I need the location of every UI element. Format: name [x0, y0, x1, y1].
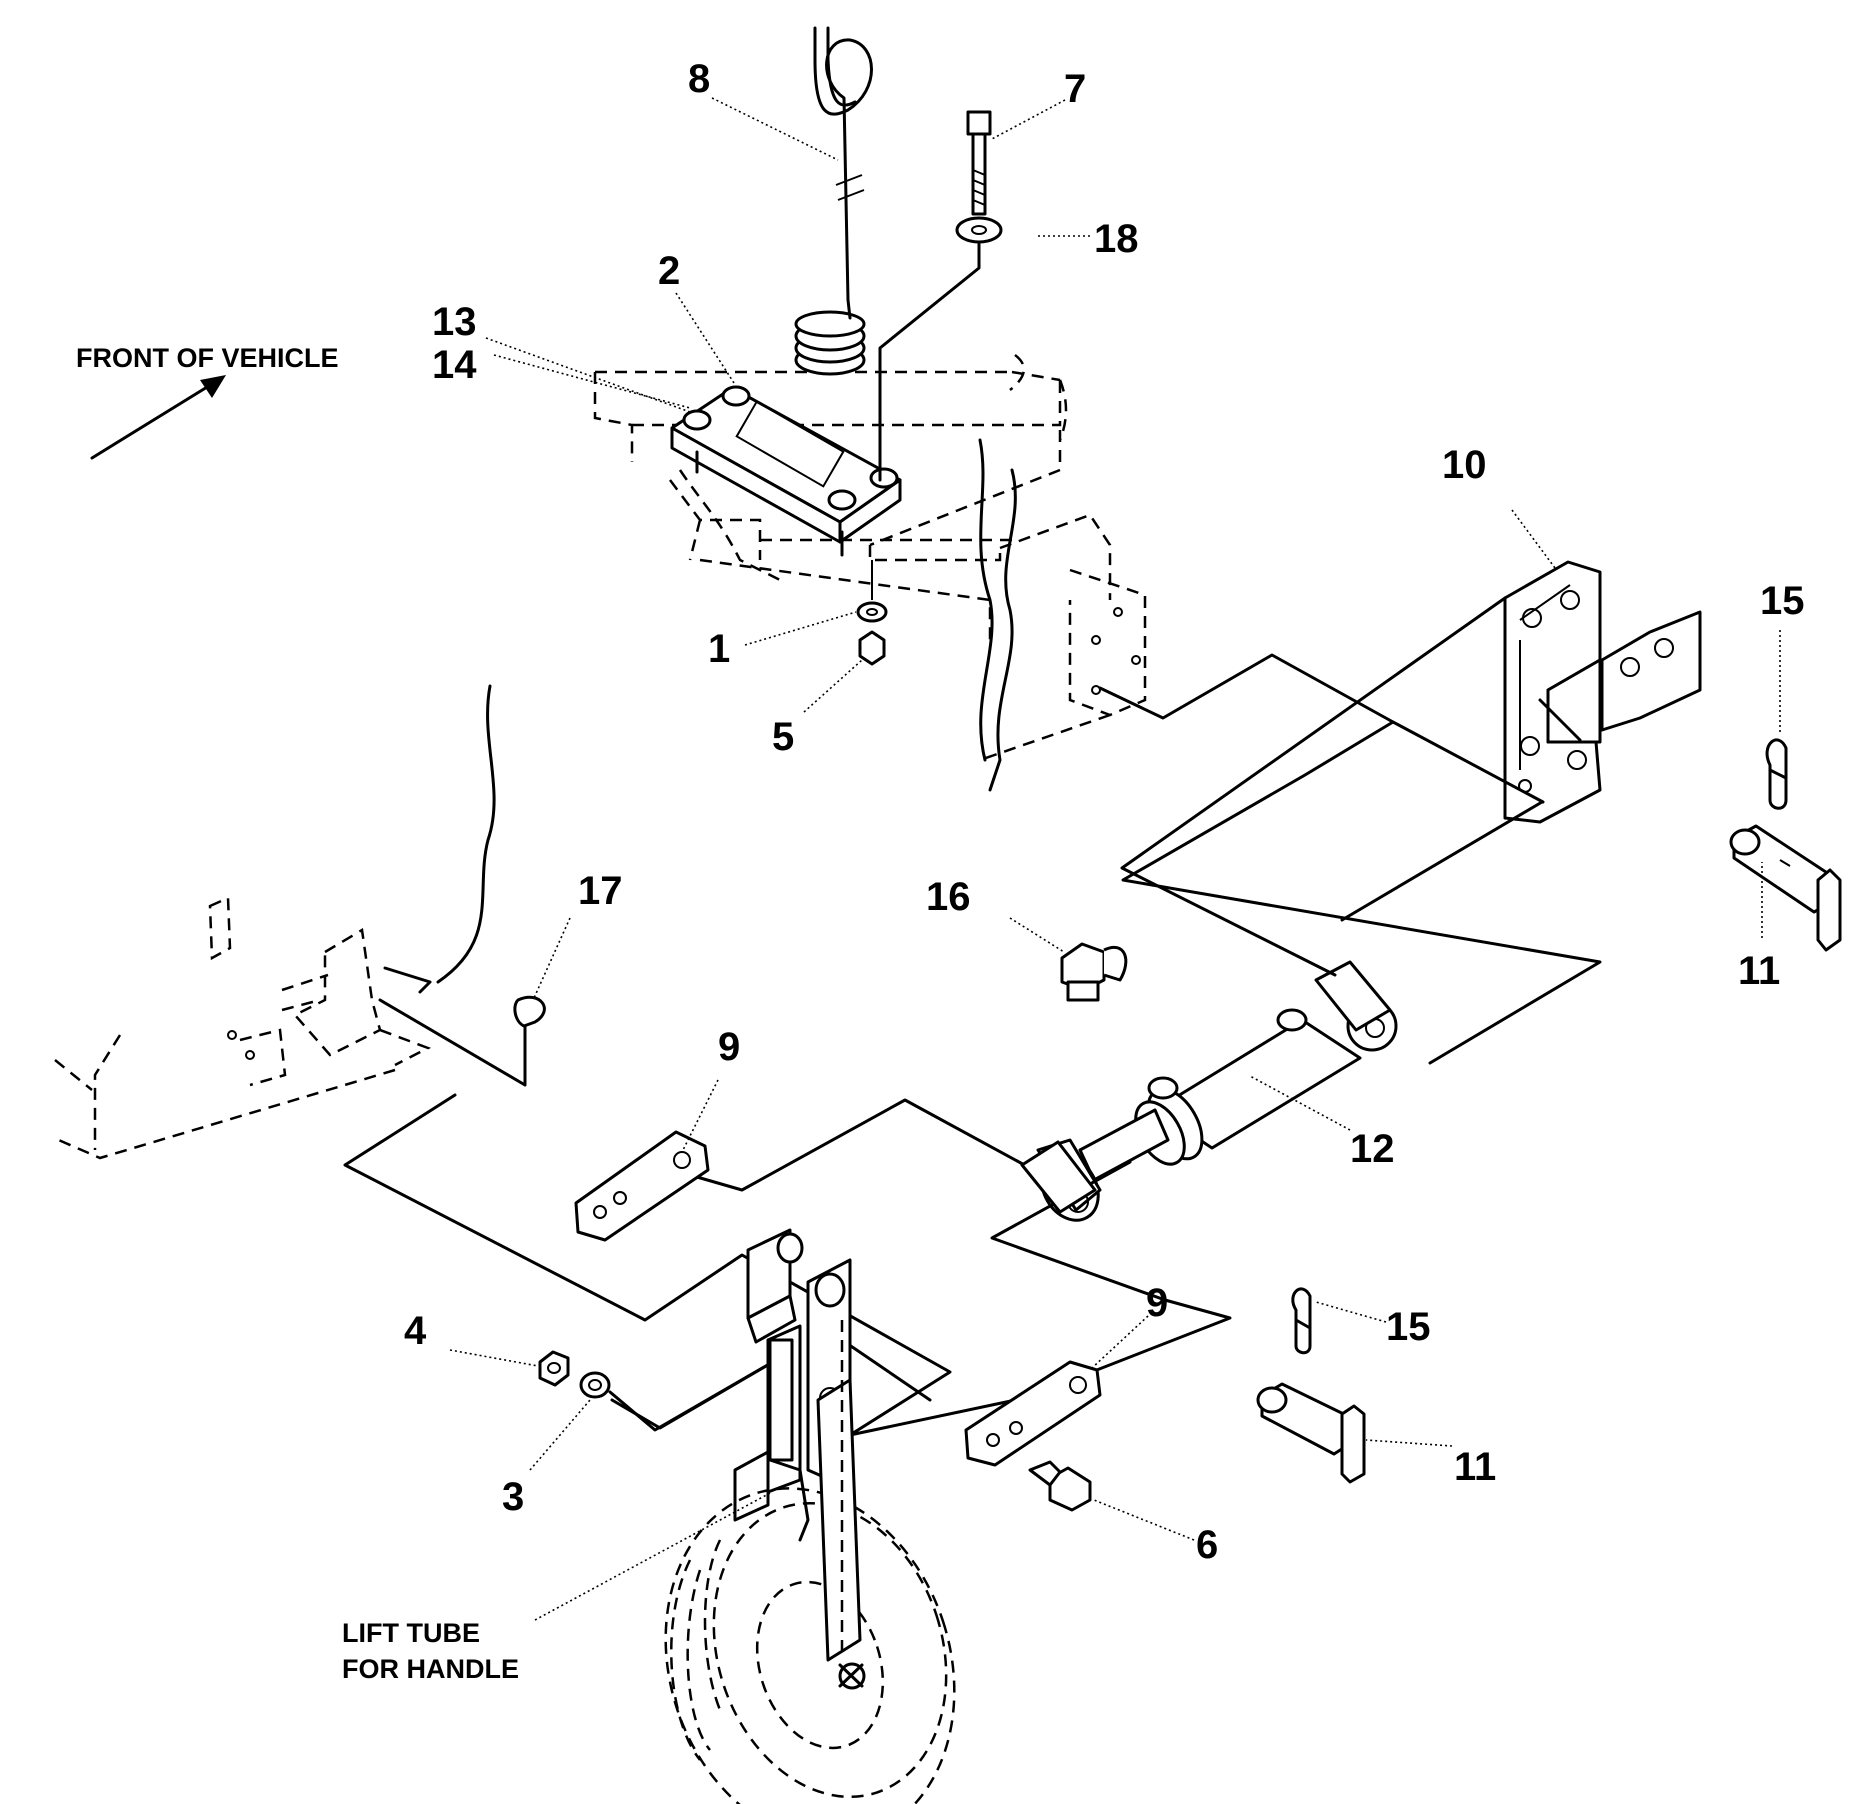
leader-7-to-plate [878, 242, 981, 482]
spring-coil [794, 310, 866, 376]
lift-tube-label: LIFT TUBE FOR HANDLE [342, 1618, 519, 1684]
washer-1 [856, 601, 888, 623]
callout-7: 7 [1064, 67, 1086, 111]
clip-15-upper [1765, 738, 1788, 810]
callout-15-lower: 15 [1386, 1305, 1431, 1349]
nut-5 [858, 630, 886, 666]
callout-9-upper: 9 [718, 1025, 740, 1069]
callout-3: 3 [502, 1475, 524, 1519]
part-17 [513, 995, 546, 1028]
nut-4 [538, 1350, 570, 1387]
callout-2: 2 [658, 249, 680, 293]
callout-14: 14 [432, 343, 477, 387]
plate-bolts [682, 385, 899, 557]
caster-assembly [664, 1228, 956, 1804]
washer-3-line [608, 1350, 792, 1432]
callout-11-lower: 11 [1454, 1445, 1496, 1489]
callout-1: 1 [708, 627, 730, 671]
main-frame-outline [1098, 596, 1602, 1065]
washer-3 [579, 1371, 611, 1399]
callout-12: 12 [1350, 1127, 1395, 1171]
callout-18: 18 [1094, 217, 1139, 261]
callout-10: 10 [1442, 443, 1487, 487]
cylinder-rod-end [1020, 1140, 1097, 1214]
arm-9-lower [964, 1360, 1102, 1467]
callout-8: 8 [688, 57, 710, 101]
callout-15-upper: 15 [1760, 579, 1805, 623]
callout-11-upper: 11 [1738, 949, 1780, 993]
clip-15-lower [1291, 1287, 1312, 1355]
bolt-6 [1028, 1460, 1092, 1512]
arm-9-upper [574, 1130, 710, 1242]
callout-13: 13 [432, 300, 477, 344]
mount-plate [670, 385, 902, 582]
callout-6: 6 [1196, 1523, 1218, 1567]
fitting-16 [1060, 942, 1128, 1002]
callout-17: 17 [578, 869, 623, 913]
detent-rod [794, 26, 873, 376]
front-of-vehicle-label: FRONT OF VEHICLE [76, 343, 339, 460]
pin-11-upper [1729, 824, 1842, 952]
bolt-7 [966, 110, 992, 216]
front-of-vehicle-text: FRONT OF VEHICLE [76, 343, 339, 373]
callout-numbers: 8 7 18 2 13 14 10 15 1 5 17 16 11 9 12 9… [404, 57, 1805, 1567]
leader-lines [449, 97, 1781, 1621]
callout-9-lower: 9 [1146, 1281, 1168, 1325]
washer-18 [955, 216, 1003, 244]
vehicle-frame-dashed [593, 354, 1147, 792]
front-arrow-icon [90, 375, 226, 460]
callout-16: 16 [926, 875, 971, 919]
bracket-10 [1503, 560, 1702, 824]
lift-tube-text-line2: FOR HANDLE [342, 1654, 519, 1684]
lift-tube-text-line1: LIFT TUBE [342, 1618, 480, 1648]
left-mount-dashed [53, 684, 527, 1160]
callout-4: 4 [404, 1309, 427, 1353]
callout-5: 5 [772, 715, 794, 759]
wheel [664, 1487, 956, 1804]
pin-11-lower [1256, 1382, 1366, 1484]
